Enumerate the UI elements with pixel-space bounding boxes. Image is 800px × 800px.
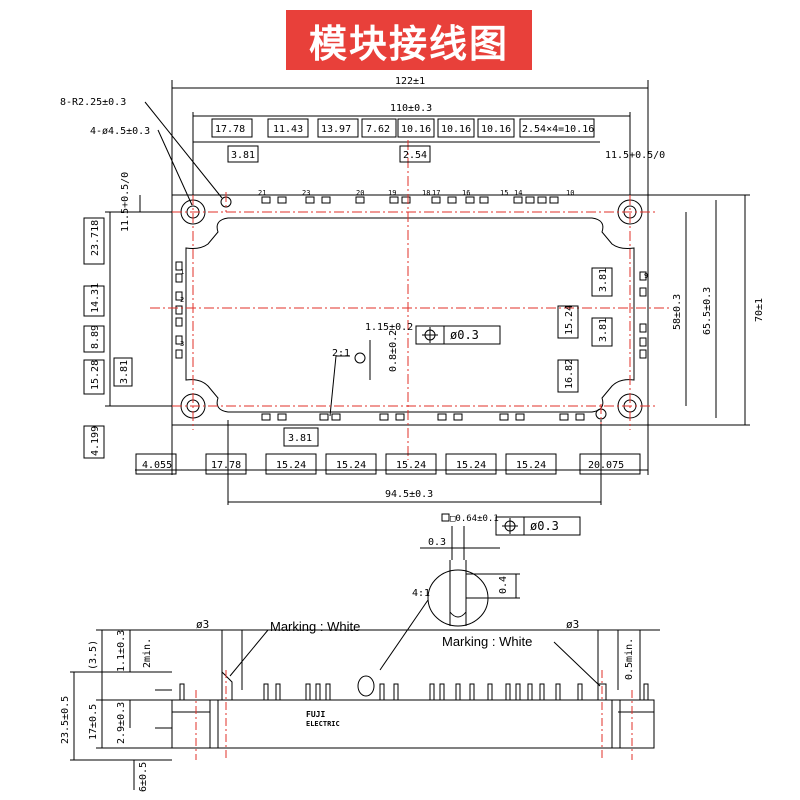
top-small-dim-2: 2.54 — [403, 150, 427, 161]
side-dim-3.5: (3.5) — [88, 640, 99, 670]
bottom-dim-4: 15.24 — [336, 460, 366, 471]
side-dim-0.5min: 0.5min. — [624, 638, 635, 680]
top-dim-2: 11.43 — [273, 124, 303, 135]
side-dim-23.5: 23.5±0.5 — [60, 696, 71, 744]
bottom-small-dim: 3.81 — [288, 433, 312, 444]
pin-label-10: 10 — [566, 189, 574, 197]
hole-note: 4-ø4.5±0.3 — [90, 126, 150, 137]
top-dim-6: 10.16 — [441, 124, 471, 135]
bottom-dim-6: 15.24 — [456, 460, 486, 471]
center-dim: 1.15±0.2 — [365, 322, 413, 333]
top-dim-5: 10.16 — [401, 124, 431, 135]
top-dim-1: 17.78 — [215, 124, 245, 135]
top-dim-7: 10.16 — [481, 124, 511, 135]
pin-square-size: □0.64±0.1 — [450, 514, 499, 524]
pin-label-l3: 3 — [180, 340, 184, 348]
marking-right: Marking : White — [442, 634, 532, 649]
top-dim-8: 2.54×4=10.16 — [522, 124, 594, 135]
right-dim-3: 3.81 — [598, 318, 609, 342]
bottom-dim-7: 15.24 — [516, 460, 546, 471]
pitch-width-dim: 110±0.3 — [390, 103, 432, 114]
left-offset-dim: 11.5+0.5/0 — [120, 172, 131, 232]
brand-line1: FUJI — [306, 710, 325, 719]
pin-label-16: 16 — [462, 189, 470, 197]
left-dim-1: 23.718 — [90, 220, 101, 256]
pin-label-14: 14 — [514, 189, 522, 197]
right-dim-4: 16.82 — [564, 359, 575, 389]
brand-line2: ELECTRIC — [306, 720, 340, 728]
pin-label-17: 17 — [432, 189, 440, 197]
left-dim-5: 3.81 — [119, 360, 130, 384]
side-dim-1.1: 1.1±0.3 — [116, 630, 127, 672]
side-dim-17: 17±0.5 — [88, 704, 99, 740]
pin-width: 0.3 — [428, 537, 446, 548]
right-offset-dim: 11.5+0.5/0 — [605, 150, 665, 161]
bottom-dim-2: 17.78 — [211, 460, 241, 471]
right-dim-2: 15.24 — [564, 305, 575, 335]
bottom-dim-5: 15.24 — [396, 460, 426, 471]
bottom-dim-8: 20.075 — [588, 460, 624, 471]
pin-label-l1: 1 — [180, 268, 184, 276]
top-pin-row — [261, 196, 559, 204]
bottom-pin-row — [261, 413, 585, 421]
title-banner: 模块接线图 — [286, 10, 532, 70]
detail-dim: 0.8±0.2 — [388, 330, 399, 372]
module-outline — [171, 194, 649, 426]
pin-scale: 4:1 — [412, 588, 430, 599]
top-dim-3: 13.97 — [321, 124, 351, 135]
pin-label-15: 15 — [500, 189, 508, 197]
left-dim-3: 8.89 — [90, 325, 101, 349]
pin-label-20: 20 — [356, 189, 364, 197]
tolerance-frame-value: ø0.3 — [450, 328, 479, 342]
left-pin-column — [175, 261, 183, 359]
top-small-dim-1: 3.81 — [231, 150, 255, 161]
bottom-dim-1: 4.055 — [142, 460, 172, 471]
pin-tolerance: ø0.3 — [530, 519, 559, 533]
pin-label-21: 21 — [258, 189, 266, 197]
pin-label-l2: 2 — [180, 296, 184, 304]
right-pin-column — [639, 271, 647, 359]
top-dim-4: 7.62 — [366, 124, 390, 135]
side-dim-6: 6±0.5 — [138, 762, 149, 792]
bottom-dim-3: 15.24 — [276, 460, 306, 471]
bottom-pitch-dim: 94.5±0.3 — [385, 489, 433, 500]
pin-label-23: 23 — [302, 189, 310, 197]
side-dim-2min: 2min. — [142, 638, 153, 668]
height-dim-58: 58±0.3 — [672, 294, 683, 330]
right-dim-1: 3.81 — [598, 268, 609, 292]
overall-width-dim: 122±1 — [395, 76, 425, 87]
module-cavity — [185, 217, 635, 413]
left-dim-2: 14.31 — [90, 283, 101, 313]
side-dim-2.9: 2.9±0.3 — [116, 702, 127, 744]
pin-height: 0.4 — [498, 576, 509, 594]
pin-label-19: 19 — [388, 189, 396, 197]
dia-left: ø3 — [196, 618, 209, 631]
marking-left: Marking : White — [270, 619, 360, 634]
side-body — [171, 699, 655, 749]
detail-scale: 2:1 — [332, 348, 350, 359]
radius-note: 8-R2.25±0.3 — [60, 97, 126, 108]
pin-label-18: 18 — [422, 189, 430, 197]
pin-label-r9: 9 — [644, 272, 648, 280]
left-dim-4: 15.28 — [90, 360, 101, 390]
height-dim-70: 70±1 — [754, 298, 765, 322]
height-dim-65: 65.5±0.3 — [702, 287, 713, 335]
left-dim-6: 4.199 — [90, 426, 101, 456]
dia-right: ø3 — [566, 618, 579, 631]
